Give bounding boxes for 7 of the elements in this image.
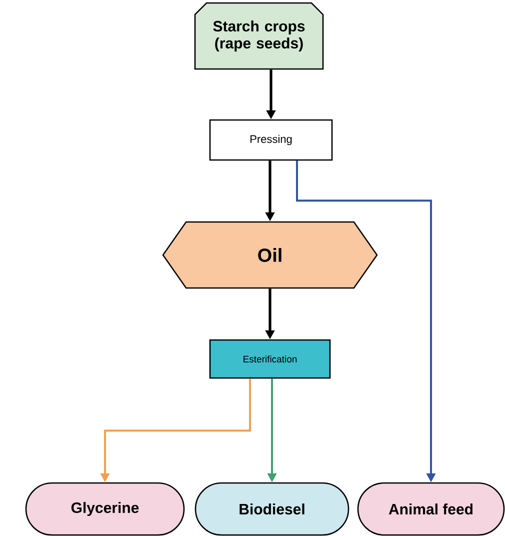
product-pill: Animal feed [357,482,505,536]
product-pill: Glycerine [25,482,185,536]
product-pill: Biodiesel [194,482,350,536]
process-box: Pressing [209,119,333,161]
product-hexagon: Oil [162,221,378,289]
process-box: Esterification [209,339,331,379]
source-box: Starch crops (rape seeds) [194,2,324,70]
